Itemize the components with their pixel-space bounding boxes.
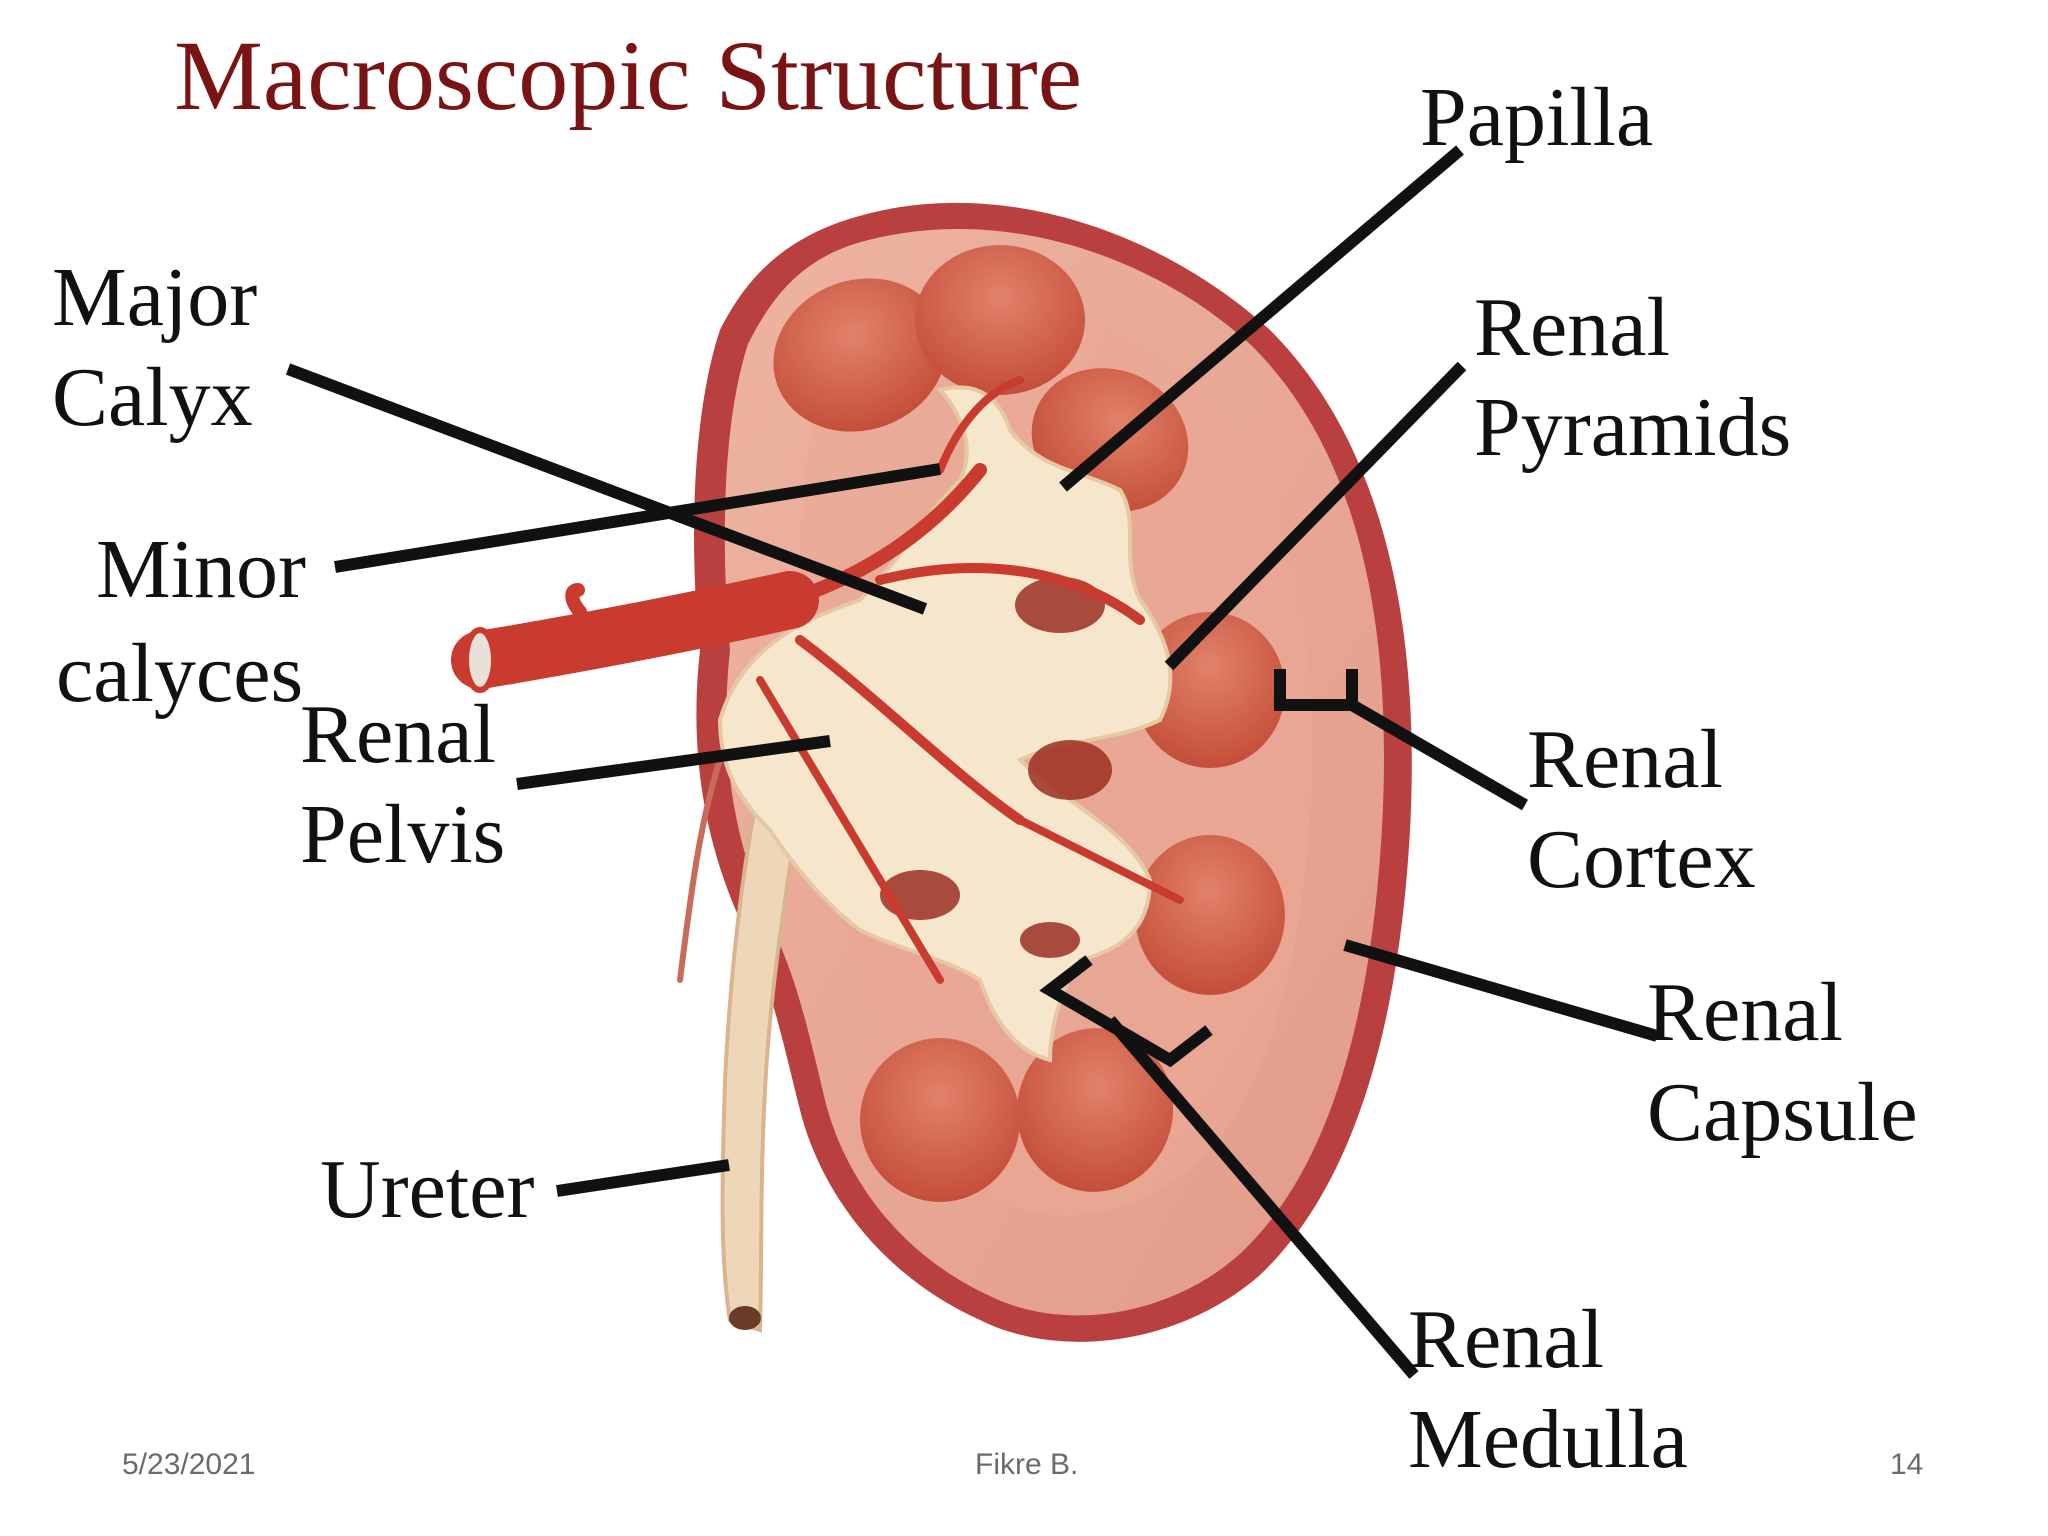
renal-medulla-leader <box>1105 1016 1419 1379</box>
major-calyx-leader <box>285 363 928 615</box>
label-ureter: Ureter <box>320 1143 535 1236</box>
label-major-calyx: Major Calyx <box>52 248 257 448</box>
minor-calyces-leader <box>334 463 941 573</box>
renal-pyramids <box>773 245 1285 1202</box>
renal-cortex-leader <box>1348 699 1529 811</box>
pyramid <box>1016 1028 1174 1192</box>
renal-capsule-leader <box>1343 939 1659 1042</box>
label-line: Renal <box>1408 1293 1604 1386</box>
label-line: Pyramids <box>1474 381 1792 474</box>
label-renal-medulla: Renal Medulla <box>1408 1290 1688 1490</box>
label-renal-capsule: Renal Capsule <box>1647 963 1918 1163</box>
label-renal-pyramids: Renal Pyramids <box>1474 278 1791 478</box>
label-renal-pelvis: Renal Pelvis <box>300 685 505 885</box>
label-minor-calyces: Minor <box>96 520 306 620</box>
ureter-leader <box>556 1159 730 1197</box>
label-papilla: Papilla <box>1420 71 1654 164</box>
label-minor-calyces-2: calyces <box>56 627 304 720</box>
papilla-leader <box>1059 145 1464 492</box>
label-line: Pelvis <box>300 788 506 881</box>
pyramid <box>1135 835 1285 995</box>
label-line: Major <box>52 251 258 344</box>
ureter-shape <box>720 777 803 1333</box>
renal-pyramids-leader <box>1164 361 1467 671</box>
label-line: Renal <box>300 688 496 781</box>
pyramid <box>773 278 947 432</box>
footer-author: Fikre B. <box>975 1448 1079 1481</box>
pyramid <box>860 1038 1020 1202</box>
footer-page-number: 14 <box>1890 1448 1924 1481</box>
footer-date: 5/23/2021 <box>122 1448 256 1481</box>
leader-lines <box>285 145 1659 1379</box>
ureter-end <box>729 1306 761 1330</box>
pyramid <box>915 245 1085 395</box>
label-line: Renal <box>1527 713 1723 806</box>
label-line: Cortex <box>1527 813 1756 906</box>
slide-title: Macroscopic Structure <box>174 20 1083 131</box>
label-line: Minor <box>96 523 306 616</box>
label-line: Renal <box>1647 966 1843 1059</box>
renal-cortex-bracket <box>1274 669 1358 711</box>
label-line: Calyx <box>52 351 253 444</box>
pyramid <box>1135 612 1285 768</box>
label-renal-cortex: Renal Cortex <box>1527 710 1756 910</box>
label-line: Renal <box>1474 281 1670 374</box>
label-line: Medulla <box>1408 1393 1688 1486</box>
renal-vessels <box>451 376 1184 984</box>
label-line: Capsule <box>1647 1066 1918 1159</box>
renal-pelvis-leader <box>516 735 831 790</box>
